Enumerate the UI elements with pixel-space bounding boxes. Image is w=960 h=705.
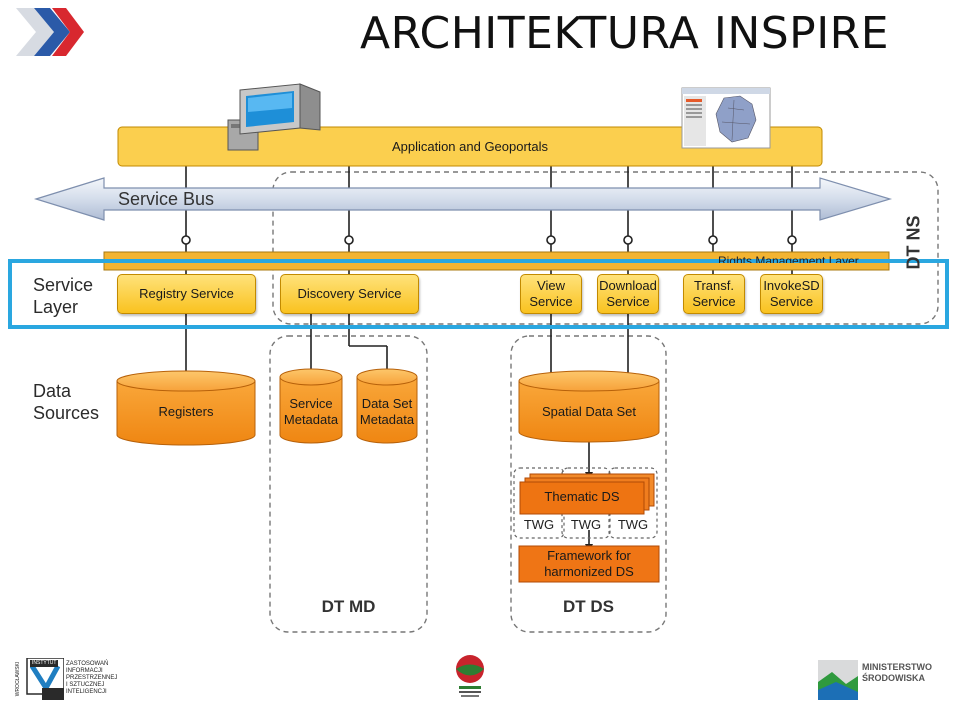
dt-md-label: DT MD	[321, 597, 376, 616]
framework-label: Framework for harmonized DS	[544, 548, 634, 579]
ministry-logo-icon	[818, 660, 858, 700]
map-screenshot-icon	[681, 87, 771, 149]
computer-icon	[227, 83, 321, 151]
thematic-ds-label: Thematic DS	[544, 489, 620, 504]
dt-ds-label: DT DS	[563, 597, 614, 616]
dataset-metadata-cylinder	[356, 368, 418, 444]
institute-vertical-text: WROCŁAWSKI	[15, 661, 21, 697]
service-layer-highlight	[8, 259, 949, 329]
dt-ds-region	[510, 335, 667, 633]
twg-label-2: TWG	[570, 517, 602, 532]
discovery-service-box: Discovery Service	[280, 274, 419, 314]
registry-service-box: Registry Service	[117, 274, 256, 314]
page-title: ARCHITEKTURA INSPIRE	[360, 8, 890, 59]
registers-label: Registers	[158, 404, 214, 419]
transf-service-box: Transf. Service	[683, 274, 745, 314]
ministry-logo-text: MINISTERSTWO ŚRODOWISKA	[862, 662, 932, 683]
dt-ns-label: DT NS	[903, 215, 924, 270]
registers-cylinder	[116, 370, 256, 446]
institute-logo-text: ZASTOSOWAŃ INFORMACJI PRZESTRZENNEJ I SZ…	[66, 661, 118, 695]
download-service-box: Download Service	[597, 274, 659, 314]
spatial-data-set-cylinder	[518, 370, 660, 443]
emblem-logo-icon	[456, 655, 484, 697]
service-metadata-cylinder	[279, 368, 343, 444]
twg-label-3: TWG	[617, 517, 649, 532]
spatial-data-set-label: Spatial Data Set	[542, 404, 636, 419]
view-service-box: View Service	[520, 274, 582, 314]
application-bar-label: Application and Geoportals	[391, 139, 549, 154]
service-metadata-label: Service Metadata	[283, 396, 339, 427]
service-bus-arrow	[33, 177, 893, 221]
service-bus-label: Service Bus	[118, 189, 215, 209]
dataset-metadata-label: Data Set Metadata	[359, 396, 415, 427]
service-layer-label: Service Layer	[33, 275, 94, 317]
institute-badge: INSTYTUT	[30, 660, 59, 667]
dt-ns-region	[272, 171, 939, 325]
invoke-service-box: InvokeSD Service	[760, 274, 823, 314]
rights-management-label: Rights Management Layer	[718, 254, 859, 263]
data-sources-label: Data Sources	[33, 381, 100, 423]
chevron-logo-icon	[16, 8, 84, 56]
twg-label-1: TWG	[523, 517, 555, 532]
dt-md-region	[269, 335, 428, 633]
